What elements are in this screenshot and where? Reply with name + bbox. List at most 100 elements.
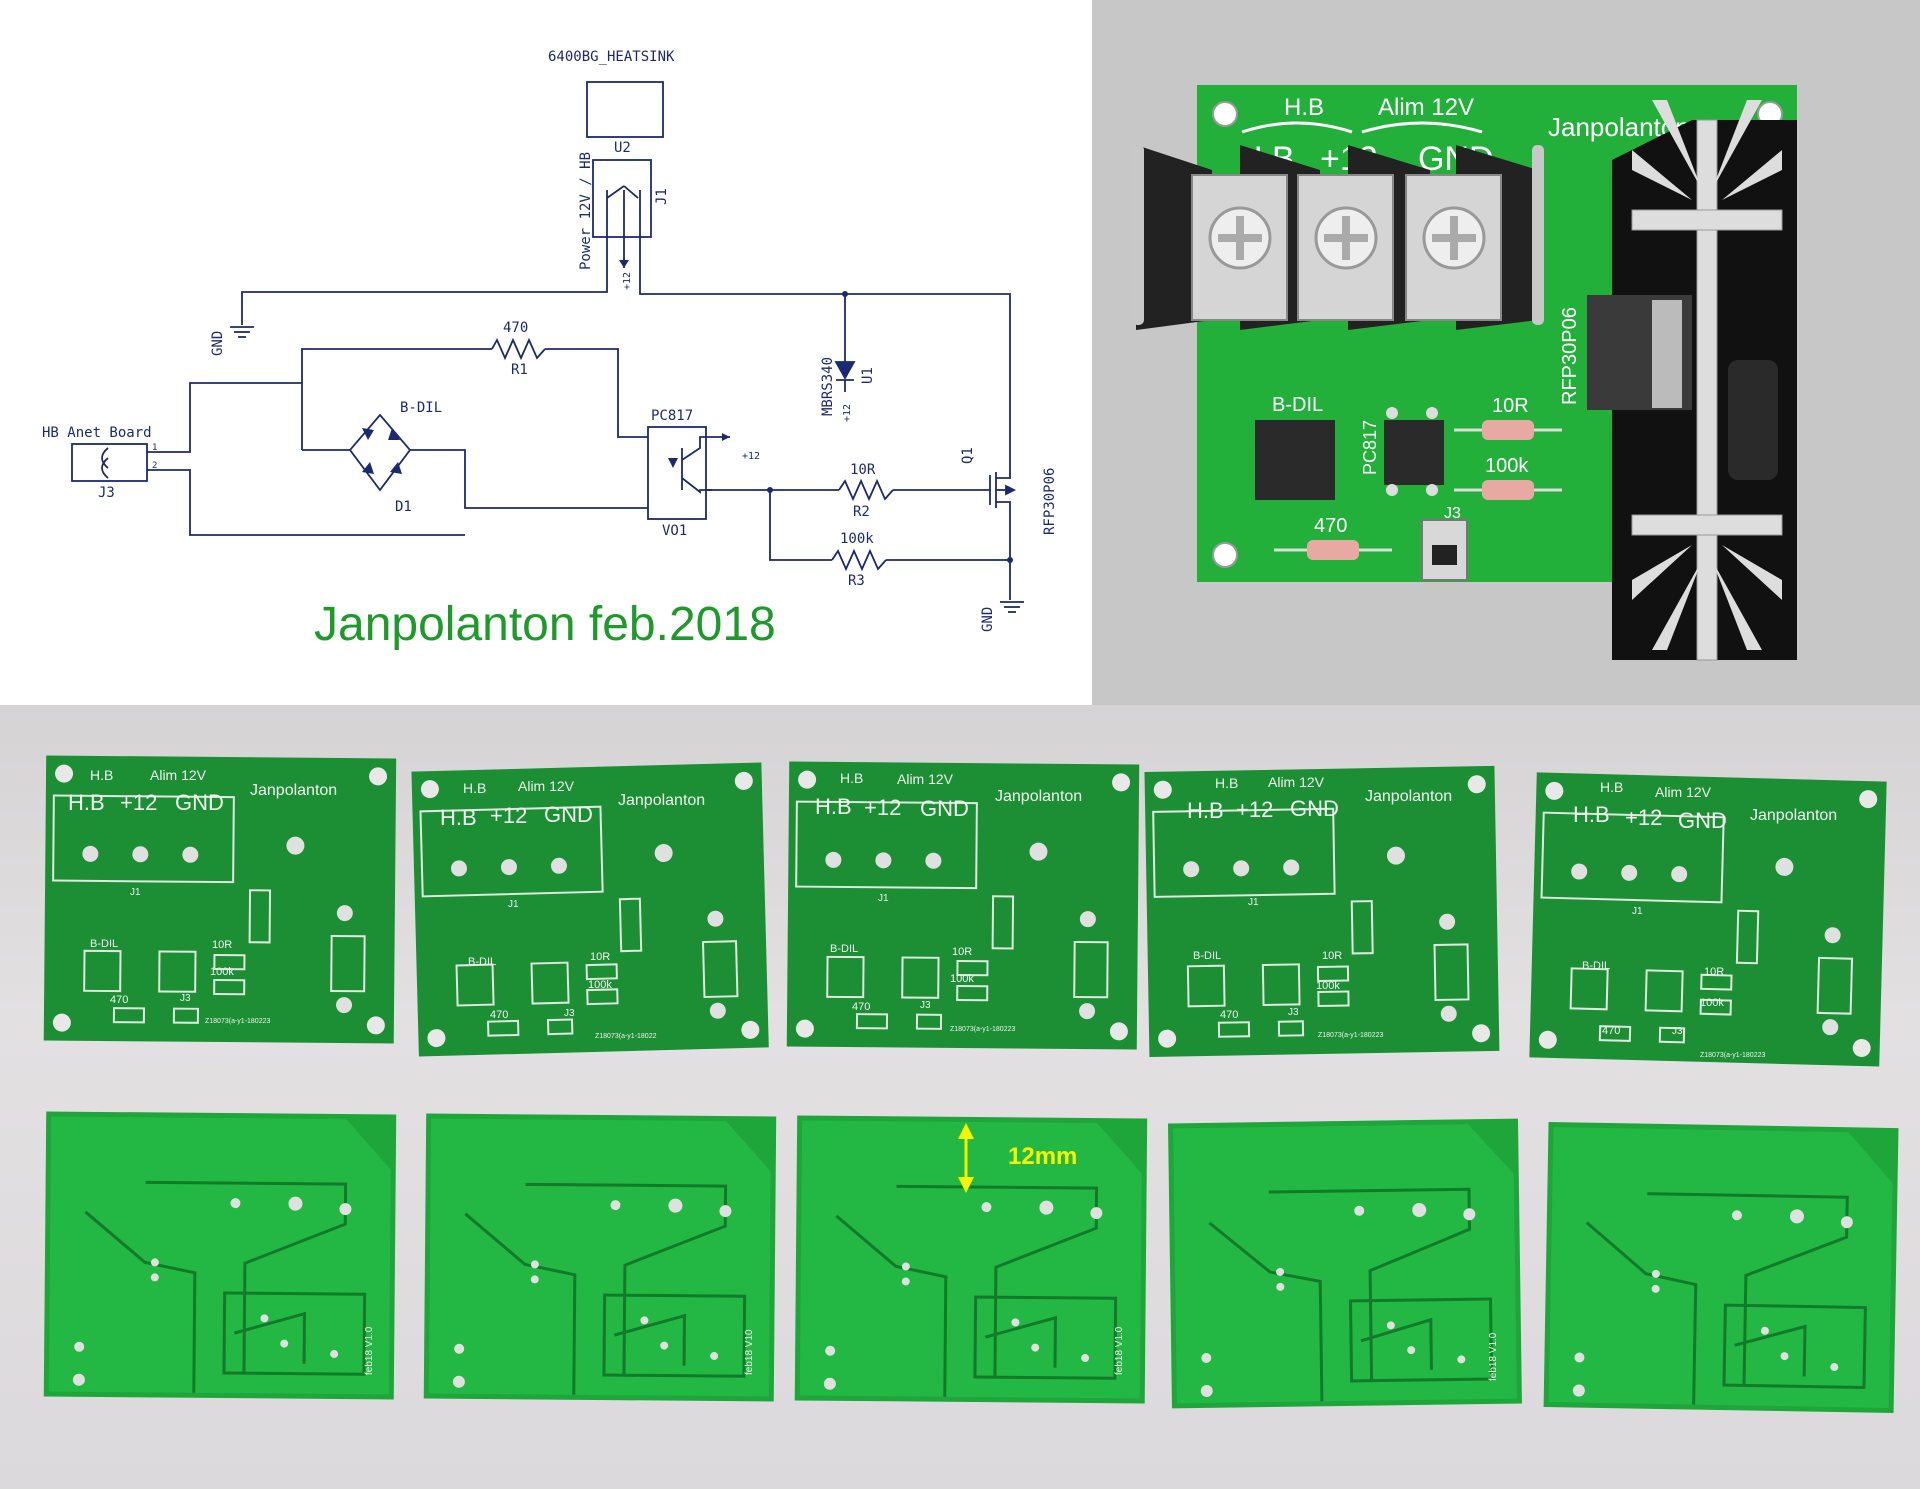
svg-text:Z18073(a-y1-18022: Z18073(a-y1-18022 <box>595 1033 657 1040</box>
svg-text:100k: 100k <box>950 973 974 985</box>
bottom-board-1: feb18 V1.0 <box>42 1109 398 1402</box>
diode-part: MBRS340 <box>820 357 836 416</box>
bottom-board-2: feb18 V10 <box>422 1111 778 1404</box>
top-board-3: H.B Alim 12V H.B +12 GND Janpolanton J1 … <box>785 760 1141 1051</box>
pcb-3d-render: H.B Alim 12V H.B +12 GND Janpolanton <box>1132 85 1797 661</box>
resistors <box>1274 420 1562 560</box>
svg-text:Alim 12V: Alim 12V <box>518 778 575 794</box>
svg-text:J3: J3 <box>180 993 191 1004</box>
svg-text:470: 470 <box>110 994 128 1006</box>
pin2-label: 2 <box>152 461 157 471</box>
top-board-1: H.B Alim 12V H.B +12 GND Janpolanton J1 … <box>42 754 398 1045</box>
svg-text:feb18 V1.0: feb18 V1.0 <box>364 1326 375 1375</box>
svg-text:Janpolanton: Janpolanton <box>618 792 705 809</box>
svg-text:H.B: H.B <box>68 790 105 815</box>
diode-ref: U1 <box>860 367 876 384</box>
plus12-opto: +12 <box>742 451 760 462</box>
svg-text:H.B: H.B <box>1600 779 1623 795</box>
svg-text:H.B: H.B <box>815 794 852 819</box>
signature: Janpolanton feb.2018 <box>314 598 776 651</box>
svg-text:100k: 100k <box>1316 980 1340 992</box>
r2-value: 10R <box>850 462 876 478</box>
svg-text:GND: GND <box>1678 808 1727 833</box>
bottom-board-4: feb18 V1.0 <box>1166 1117 1524 1410</box>
bridge-rectifier <box>1255 420 1335 500</box>
svg-text:J3: J3 <box>920 1000 931 1011</box>
svg-text:Z18073(a-y1-180223: Z18073(a-y1-180223 <box>205 1018 270 1025</box>
d1-ref: D1 <box>395 499 412 515</box>
svg-text:+12: +12 <box>490 803 527 828</box>
svg-text:H.B: H.B <box>440 805 477 830</box>
diode-cylinder <box>1728 360 1778 480</box>
svg-text:100k: 100k <box>210 966 234 978</box>
silk-hb: H.B <box>1284 94 1324 121</box>
svg-text:J1: J1 <box>1632 906 1643 917</box>
gnd-left: GND <box>210 331 226 356</box>
bottom-board-3: feb18 V1.0 <box>793 1113 1149 1406</box>
silk-bdil: B-DIL <box>1272 394 1323 416</box>
svg-text:Janpolanton: Janpolanton <box>995 788 1082 805</box>
r3-ref: R3 <box>848 573 865 589</box>
svg-text:10R: 10R <box>212 939 232 951</box>
pcb-photo: H.B Alim 12V H.B +12 GND Janpolanton J1 … <box>42 754 1901 1415</box>
svg-text:B-DIL: B-DIL <box>1193 950 1221 962</box>
svg-text:470: 470 <box>490 1009 508 1021</box>
svg-text:470: 470 <box>852 1001 870 1013</box>
svg-text:Alim 12V: Alim 12V <box>897 771 954 787</box>
bdil-label: B-DIL <box>400 400 442 416</box>
silk-100k: 100k <box>1485 455 1529 477</box>
svg-text:B-DIL: B-DIL <box>1582 960 1610 972</box>
j3-ref: J3 <box>98 485 115 501</box>
svg-text:GND: GND <box>1290 796 1339 821</box>
terminal-block <box>1132 145 1544 330</box>
svg-text:feb18 V1.0: feb18 V1.0 <box>1488 1332 1499 1381</box>
svg-text:H.B: H.B <box>90 767 113 783</box>
silk-pc817: PC817 <box>1360 420 1380 475</box>
schematic-panel: 6400BG_HEATSINK U2 J1 Power 12V / HB +12… <box>0 0 1092 705</box>
svg-text:H.B: H.B <box>463 780 486 796</box>
heatsink <box>1612 100 1797 661</box>
r3-value: 100k <box>840 531 874 547</box>
svg-text:Z18073(a-y1-180223: Z18073(a-y1-180223 <box>950 1026 1015 1033</box>
svg-text:GND: GND <box>920 796 969 821</box>
svg-text:+12: +12 <box>864 795 901 820</box>
svg-text:feb18 V10: feb18 V10 <box>744 1329 755 1375</box>
q1-part: RFP30P06 <box>1042 468 1058 535</box>
pcb-photo-panel: H.B Alim 12V H.B +12 GND Janpolanton J1 … <box>0 705 1920 1489</box>
svg-text:Z18073(a-y1-180223: Z18073(a-y1-180223 <box>1700 1052 1765 1059</box>
svg-text:B-DIL: B-DIL <box>90 938 118 950</box>
dimension-label: 12mm <box>1008 1143 1077 1170</box>
q1-ref: Q1 <box>960 447 976 464</box>
svg-text:J1: J1 <box>130 887 141 898</box>
silk-alim: Alim 12V <box>1378 94 1474 121</box>
svg-text:+12: +12 <box>1625 805 1662 830</box>
u2-ref: U2 <box>614 140 631 156</box>
svg-text:B-DIL: B-DIL <box>830 943 858 955</box>
bottom-board-5 <box>1542 1120 1901 1415</box>
silk-rfp: RFP30P06 <box>1559 307 1581 405</box>
svg-text:+12: +12 <box>1236 797 1273 822</box>
svg-text:J3: J3 <box>1672 1026 1683 1037</box>
silk-j3: J3 <box>1444 505 1461 522</box>
svg-text:GND: GND <box>544 802 593 827</box>
svg-text:Alim 12V: Alim 12V <box>150 767 207 783</box>
svg-text:feb18 V1.0: feb18 V1.0 <box>1114 1326 1125 1375</box>
svg-text:Alim 12V: Alim 12V <box>1268 774 1325 790</box>
top-board-2: H.B Alim 12V H.B +12 GND Janpolanton J1 … <box>410 761 770 1058</box>
r1-value: 470 <box>503 320 528 336</box>
gnd-right: GND <box>980 607 996 632</box>
svg-text:Janpolanton: Janpolanton <box>1365 788 1452 805</box>
svg-text:J1: J1 <box>878 893 889 904</box>
svg-text:J1: J1 <box>1248 897 1259 908</box>
r1-ref: R1 <box>511 362 528 378</box>
heatsink-label: 6400BG_HEATSINK <box>548 49 675 65</box>
svg-text:10R: 10R <box>1704 966 1724 978</box>
silk-470: 470 <box>1314 515 1347 537</box>
schematic-drawing: 6400BG_HEATSINK U2 J1 Power 12V / HB +12… <box>42 49 1058 651</box>
j1-ref: J1 <box>654 188 670 205</box>
top-board-5: H.B Alim 12V H.B +12 GND Janpolanton J1 … <box>1528 771 1888 1068</box>
dimension-marker: 12mm <box>958 1123 1077 1193</box>
render-3d-panel: H.B Alim 12V H.B +12 GND Janpolanton <box>1092 0 1920 705</box>
svg-text:Janpolanton: Janpolanton <box>1750 807 1837 824</box>
plus12-diode: +12 <box>842 404 853 422</box>
